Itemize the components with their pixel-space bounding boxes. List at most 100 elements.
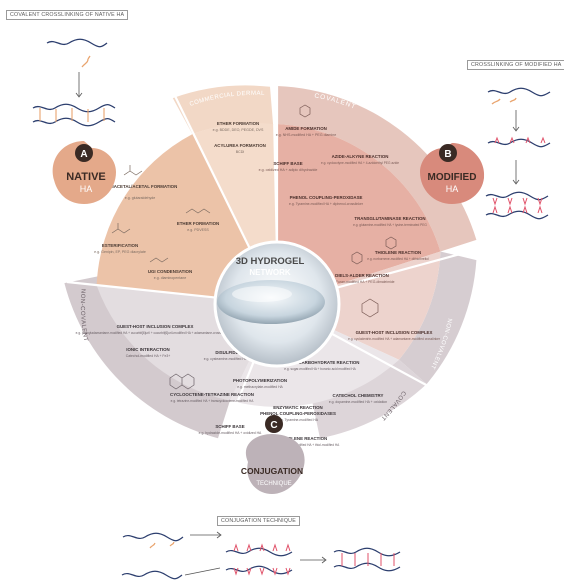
conj-cov-name: DISULFIDE BOND: [215, 350, 252, 355]
modified-reaction-name: AMIDE FORMATION: [285, 126, 327, 131]
conj-cov-name: PHENOL COUPLING-PEROXIDASES: [260, 411, 336, 416]
conjugation-subtitle: TECHNIQUE: [256, 481, 291, 487]
conj-crosslinks-red: [341, 553, 395, 566]
modified-reaction-name: AZIDE-ALKYNE REACTION: [332, 154, 389, 159]
native-badge-shape: [52, 141, 116, 204]
conj-noncov-detail: e.g. phenyladamantane-modified HA + cucu…: [76, 331, 236, 335]
conj-cov-detail: e.g. methacrylate-modified HA + thiol-mo…: [269, 443, 340, 447]
modified-reaction-name: DIELS-ALDER REACTION: [335, 273, 389, 278]
center-title: 3D HYDROGEL: [236, 256, 305, 267]
conj-cov-name: SCHIFF BASE: [215, 424, 244, 429]
badge-a-circle: [75, 144, 93, 162]
ring-covalent-top: [277, 86, 477, 252]
native-title: NATIVE: [66, 171, 106, 183]
conjugation-badge-shape: [245, 434, 305, 494]
conj-noncov-name: IONIC INTERACTION: [126, 347, 169, 352]
modified-strand-4: [485, 210, 549, 220]
sector-modified-noncovalent: [277, 251, 441, 360]
conj-noncov-detail: Catechol-modified HA + Fe3+: [126, 354, 170, 358]
guest-host-structure: [361, 298, 379, 318]
modified-reaction-detail: e.g. oxidized HA + adipic dihydrazide: [259, 168, 318, 172]
badge-c-circle: [265, 415, 283, 433]
ionic-structure: [169, 373, 195, 390]
modified-structure-2: [385, 236, 397, 250]
modified-noncovalent-reactions: GUEST-HOST INCLUSION COMPLEX e.g. cyclod…: [348, 298, 441, 341]
conj-cov-name: BORON-CARBOHYDRATE REACTION: [281, 360, 360, 365]
modified-badge: B MODIFIED HA: [420, 143, 485, 204]
modified-structure-3: [351, 251, 363, 265]
conj-pendants-red-2: [233, 567, 291, 576]
native-reaction-name: ESTERIFICATION: [102, 243, 138, 248]
commercial-reactions: ETHER FORMATION e.g. BDDE, DEO, PEGDE, D…: [213, 121, 266, 154]
native-subtitle: HA: [80, 184, 93, 194]
corner-label-modified: CROSSLINKING OF MODIFIED HA: [467, 60, 565, 70]
ring-label-non-covalent-left: NON-COVALENT: [79, 289, 88, 343]
badge-c-letter: C: [270, 420, 277, 431]
conjugation-title: CONJUGATION: [241, 466, 303, 476]
conj-strand-start: [122, 532, 184, 542]
conj-cov-name: PHOTOPOLYMERIZATION: [233, 378, 287, 383]
modified-arrowhead-2: [512, 179, 520, 185]
ring-commercial: [172, 85, 274, 135]
conj-strand-end-upper: [333, 547, 401, 557]
native-structure-1: [123, 165, 143, 176]
native-reaction-detail: e.g. glutaraldehyde: [125, 196, 156, 200]
conj-cov-name: THIOLENE REACTION: [281, 436, 327, 441]
native-structure-4: [149, 257, 169, 263]
native-strand-top: [46, 38, 108, 48]
modified-reaction-detail: e.g. Furan-modified HA + PEG-dimaleimide: [329, 280, 394, 284]
native-crosslinks: [39, 108, 105, 122]
conj-cov-name: CYCLOOCTENE-TETRAZINE REACTION: [170, 392, 254, 397]
conj-strand-mid: [225, 547, 293, 557]
ring-covalent-bottom: [312, 359, 427, 439]
modified-reaction-detail: e.g. cyclooctyne-modified HA + 4-azidoet…: [321, 161, 399, 165]
conj-arrowhead-3: [321, 556, 327, 564]
modified-strand-1: [487, 87, 551, 97]
center-subtitle: NETWORK: [249, 268, 291, 277]
modified-noncov-detail: e.g. cyclodextrin-modified HA + adamanta…: [348, 337, 441, 341]
native-reaction-name: HEMIACETAL/ACETAL FORMATION: [103, 184, 178, 189]
hydrogel-highlight: [232, 286, 292, 302]
ring-non-covalent-right: [399, 251, 477, 384]
native-reaction-detail: e.g. diaminopentane: [154, 276, 187, 280]
modified-subtitle: HA: [446, 184, 459, 194]
native-reaction-detail: e.g. PDVESS: [187, 228, 209, 232]
conj-covalent-reactions: DISULFIDE BOND e.g. cysteamine-modified …: [170, 350, 387, 447]
commercial-reaction-detail: BCDI: [236, 150, 245, 154]
corner-label-conjugation: CONJUGATION TECHNIQUE: [217, 516, 300, 526]
commercial-reaction-detail: e.g. BDDE, DEO, PEGDE, DVS: [213, 128, 264, 132]
conj-cov-detail: e.g. cysteamine-modified HA + oxidation: [204, 357, 265, 361]
conj-tethers: [149, 541, 175, 549]
modified-covalent-reactions: AMIDE FORMATION e.g. NHS-modified HA + P…: [259, 104, 429, 284]
modified-reaction-name: THIOLENE REACTION: [375, 250, 421, 255]
native-reaction-name: UGI CONDENSATION: [148, 269, 192, 274]
conjugation-schematic: [121, 531, 401, 580]
badge-b-circle: [439, 144, 457, 162]
modified-reaction-name: TRANSGLUTAMINASE REACTION: [354, 216, 425, 221]
modified-reaction-detail: e.g. NHS-modified HA + PEG diamine: [276, 133, 336, 137]
corner-label-native: COVALENT CROSSLINKING OF NATIVE HA: [6, 10, 129, 20]
conj-cov-detail: e.g. Tyramine-modified HA: [278, 418, 319, 422]
conj-arrow-2: [184, 567, 221, 576]
native-structure-2: [185, 208, 211, 214]
modified-reaction-name: SCHIFF BASE: [273, 161, 302, 166]
modified-noncov-name: GUEST-HOST INCLUSION COMPLEX: [356, 330, 433, 335]
conj-cov-detail: e.g. sugar-modified HA + boronic acid mo…: [284, 367, 356, 371]
conj-cov-name: ENZYMATIC REACTION: [273, 405, 322, 410]
conj-pendants-red: [233, 543, 291, 552]
conj-cov-detail: e.g. dopamine-modified HA + oxidation: [329, 400, 387, 404]
badge-a-letter: A: [80, 149, 87, 160]
crosslinker-orange: [81, 55, 91, 68]
modified-schematic: [485, 87, 551, 220]
conj-strand-start-2: [121, 570, 183, 580]
native-structure-3: [111, 223, 131, 234]
modified-crosslinks-red: [492, 197, 543, 214]
conj-noncovalent-reactions: GUEST-HOST INCLUSION COMPLEX e.g. phenyl…: [76, 324, 236, 390]
native-reaction-name: ETHER FORMATION: [177, 221, 219, 226]
native-strand-lower: [32, 117, 116, 127]
modified-strand-2: [487, 138, 551, 148]
modified-tethers: [491, 97, 517, 105]
conj-noncov-name: GUEST-HOST INCLUSION COMPLEX: [117, 324, 194, 329]
conjugation-badge: C CONJUGATION TECHNIQUE: [241, 415, 305, 494]
